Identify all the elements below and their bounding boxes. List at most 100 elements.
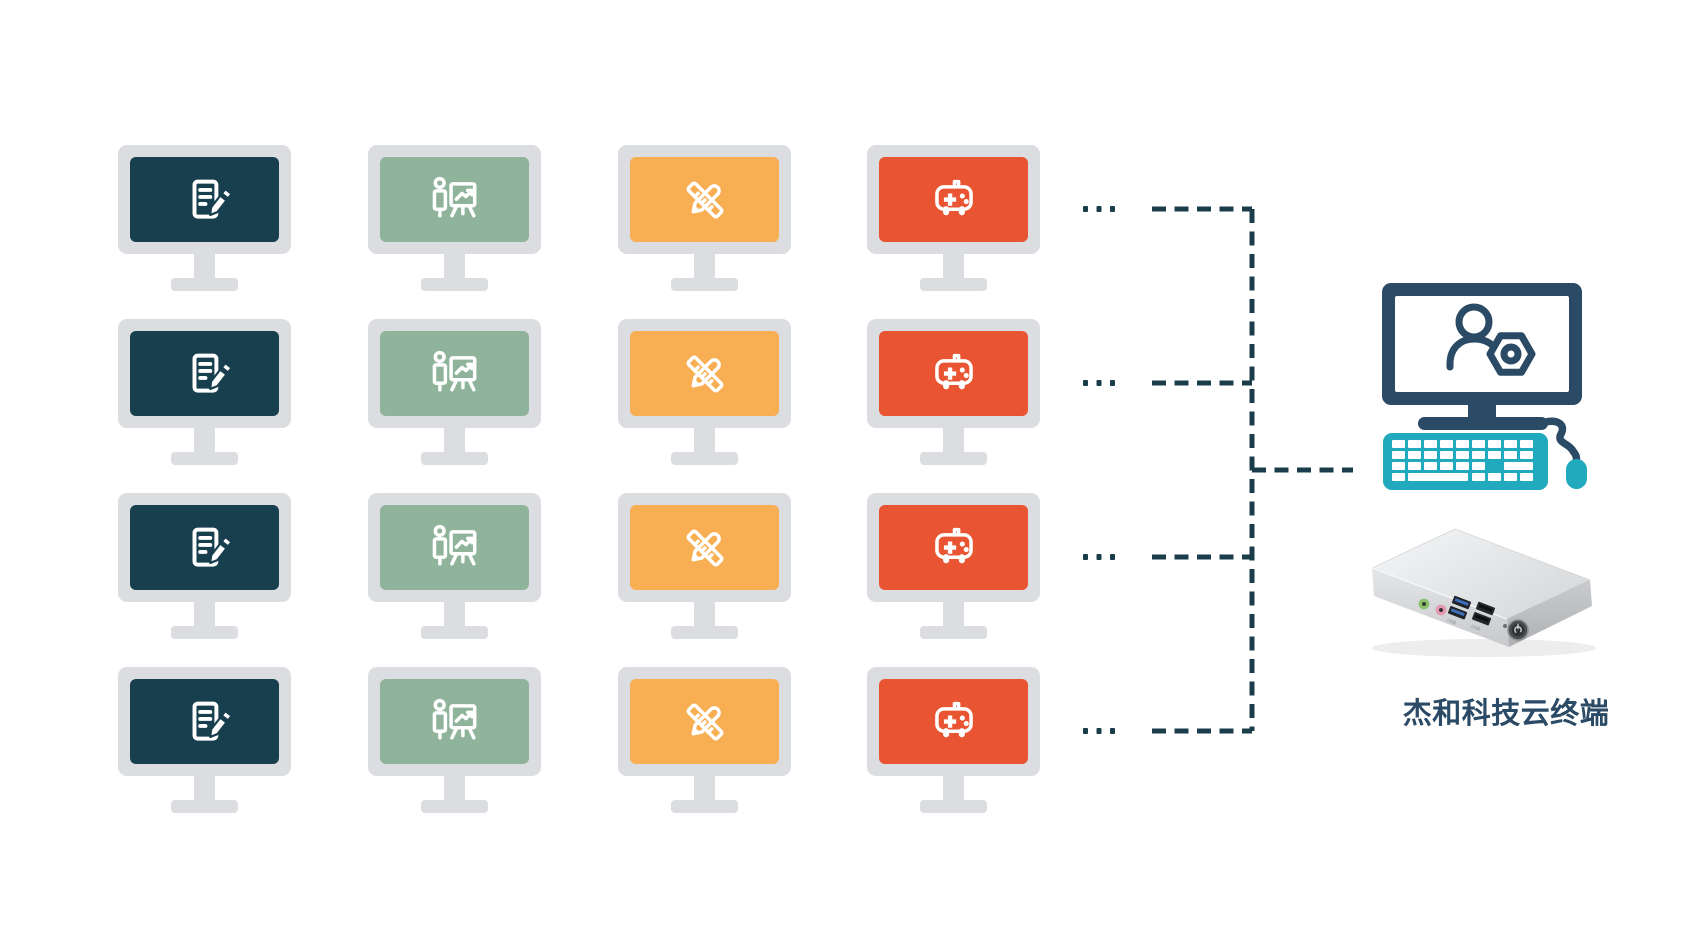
- front-ports: USB USB: [1418, 595, 1529, 641]
- monitor-frame: [368, 145, 541, 254]
- gamepad-icon: [934, 701, 973, 737]
- workstation-monitor: [618, 493, 791, 639]
- workstation-monitor: [867, 319, 1040, 465]
- monitor-stand-base: [671, 278, 738, 291]
- mouse-icon: [1566, 459, 1587, 489]
- monitor-frame: [867, 493, 1040, 602]
- admin-monitor: [1382, 283, 1582, 430]
- monitor-screen: [879, 679, 1028, 764]
- monitor-frame: [118, 667, 291, 776]
- monitor-stand-base: [920, 800, 987, 813]
- monitor-stand-base: [421, 626, 488, 639]
- monitor-stand-base: [671, 626, 738, 639]
- monitor-frame: [867, 145, 1040, 254]
- monitor-stand-base: [671, 452, 738, 465]
- workstation-monitor: [618, 667, 791, 813]
- monitor-screen: [630, 331, 779, 416]
- monitor-stand-neck: [943, 602, 964, 628]
- monitor-frame: [867, 667, 1040, 776]
- monitor-stand-neck: [694, 776, 715, 802]
- monitor-screen: [630, 157, 779, 242]
- svg-text:USB: USB: [1470, 624, 1481, 633]
- power-button: [1507, 619, 1529, 641]
- monitor-stand-base: [920, 278, 987, 291]
- monitor-frame: [118, 319, 291, 428]
- presentation-chart-icon: [432, 698, 476, 739]
- monitor-screen: [879, 505, 1028, 590]
- monitor-frame: [867, 319, 1040, 428]
- monitor-stand-base: [920, 452, 987, 465]
- monitor-screen: [879, 157, 1028, 242]
- monitor-stand-neck: [943, 428, 964, 454]
- workstation-monitor: [368, 493, 541, 639]
- monitor-stand-base: [421, 278, 488, 291]
- workstation-monitor: [867, 493, 1040, 639]
- ellipsis-dots: [1083, 554, 1115, 560]
- workstation-monitor: [118, 145, 291, 291]
- monitor-stand-neck: [444, 428, 465, 454]
- monitor-screen: [380, 505, 529, 590]
- workstation-monitor: [118, 319, 291, 465]
- monitor-frame: [368, 493, 541, 602]
- ruler-pencil-icon: [686, 703, 723, 740]
- document-edit-icon: [192, 353, 232, 393]
- monitor-screen: [630, 505, 779, 590]
- monitor-frame: [118, 145, 291, 254]
- monitor-screen: [380, 679, 529, 764]
- monitor-stand-neck: [444, 254, 465, 280]
- monitor-stand-neck: [194, 776, 215, 802]
- admin-workstation: [1382, 283, 1587, 490]
- ellipsis-dots: [1083, 728, 1115, 734]
- workstation-monitor: [867, 145, 1040, 291]
- monitor-screen: [130, 331, 279, 416]
- cloud-terminal-label: 杰和科技云终端: [1402, 696, 1610, 730]
- monitor-screen: [130, 157, 279, 242]
- monitor-screen: [630, 679, 779, 764]
- mouse-cable: [1538, 417, 1581, 464]
- workstation-monitor: [368, 319, 541, 465]
- user-settings-icon: [1446, 303, 1536, 376]
- presentation-chart-icon: [432, 350, 476, 391]
- monitor-stand-base: [920, 626, 987, 639]
- workstation-monitor: [118, 493, 291, 639]
- monitor-stand-base: [171, 278, 238, 291]
- monitor-stand-base: [171, 800, 238, 813]
- workstation-monitor: [618, 145, 791, 291]
- monitor-screen: [130, 505, 279, 590]
- workstation-monitor: [618, 319, 791, 465]
- monitor-stand-neck: [194, 602, 215, 628]
- monitor-screen: [879, 331, 1028, 416]
- monitor-frame: [618, 667, 791, 776]
- gamepad-icon: [934, 353, 973, 389]
- monitor-stand-neck: [194, 254, 215, 280]
- ruler-pencil-icon: [686, 529, 723, 566]
- keyboard-icon: [1383, 433, 1548, 490]
- monitor-screen: [130, 679, 279, 764]
- monitor-screen: [380, 157, 529, 242]
- monitor-stand-neck: [943, 776, 964, 802]
- mini-pc-image: USB USB: [1371, 528, 1596, 657]
- ellipsis-dots: [1083, 206, 1115, 212]
- monitor-stand-neck: [943, 254, 964, 280]
- monitor-stand-neck: [444, 602, 465, 628]
- workstation-monitor: [368, 145, 541, 291]
- monitor-stand-base: [671, 800, 738, 813]
- presentation-chart-icon: [432, 524, 476, 565]
- monitor-stand-base: [171, 452, 238, 465]
- workstation-monitor: [118, 667, 291, 813]
- monitor-frame: [368, 319, 541, 428]
- workstation-monitor: [867, 667, 1040, 813]
- ruler-pencil-icon: [686, 355, 723, 392]
- document-edit-icon: [192, 179, 232, 219]
- monitor-frame: [618, 145, 791, 254]
- monitor-stand-neck: [444, 776, 465, 802]
- monitor-stand-base: [421, 800, 488, 813]
- gamepad-icon: [934, 527, 973, 563]
- svg-text:USB: USB: [1446, 618, 1457, 627]
- ellipsis-dots: [1083, 380, 1115, 386]
- monitor-frame: [618, 493, 791, 602]
- monitor-frame: [368, 667, 541, 776]
- monitor-screen: [380, 331, 529, 416]
- gamepad-icon: [934, 179, 973, 215]
